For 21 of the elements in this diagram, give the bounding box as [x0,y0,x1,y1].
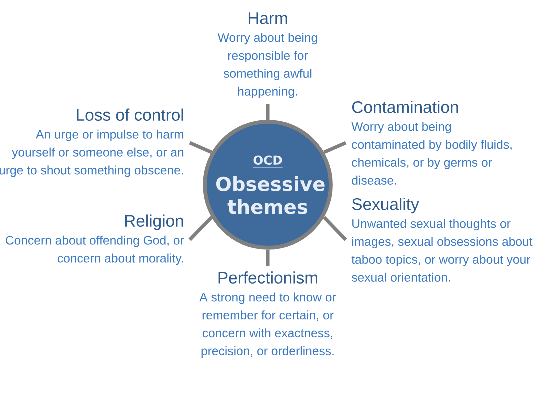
center-subtitle: OCD [252,156,284,168]
theme-heading: Contamination [352,101,458,114]
theme-heading: Harm [248,12,288,24]
theme-heading: Sexuality [352,198,420,214]
theme-description: An urge or impulse to harm yourself or someone else, or an urge to shout something obscene. [0,130,184,178]
theme-description: Worry about being contaminated by bodily fluids, chemicals, or by germs or disease. [352,122,512,185]
spoke-line [266,104,270,120]
spoke-line [324,141,347,154]
spoke-line [266,250,270,266]
center-title: Obsessive themes [216,176,325,214]
spoke-line [189,141,212,154]
theme-heading: Loss of control [77,108,184,122]
theme-description: A strong need to know or remember for certain, or concern with exactness, precision, or orderliness. [200,292,336,358]
theme-description: Worry about being responsible for something awful happening. [218,33,318,98]
theme-description: Unwanted sexual thoughts or images, sexual obsessions about taboo topics, or worry about your sexual orientation. [352,219,533,282]
center-circle [203,120,333,250]
spoke-line [322,216,348,242]
theme-heading: Perfectionism [218,272,318,284]
spoke-line [188,216,214,242]
theme-description: Concern about offending God, or concern about morality. [6,236,184,266]
theme-heading: Religion [125,214,184,230]
